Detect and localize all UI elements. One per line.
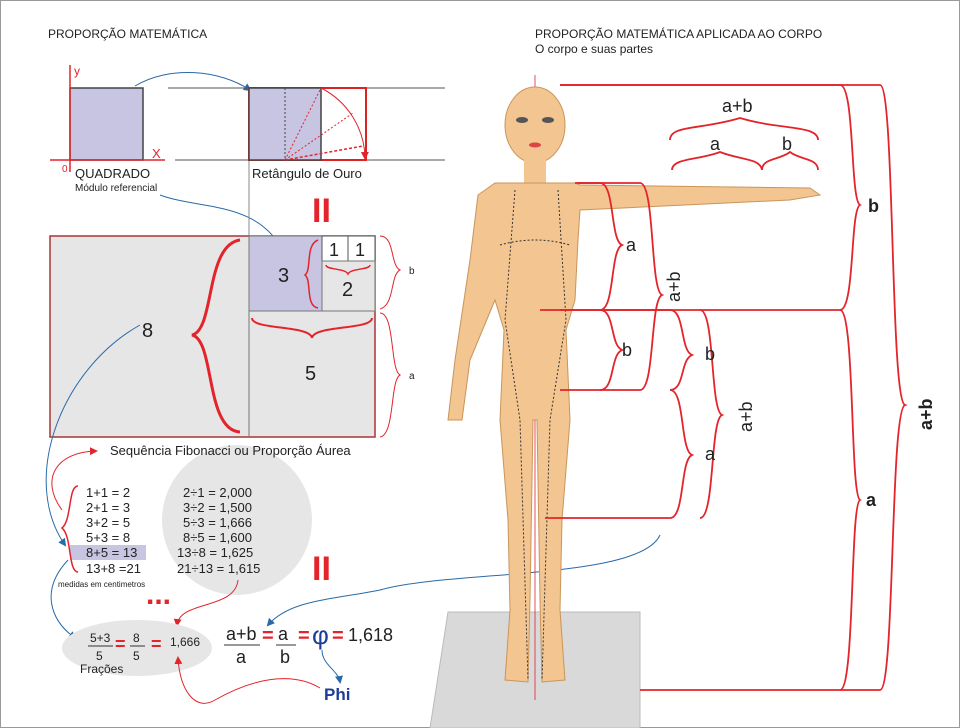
formula-equals: = [262, 625, 274, 647]
sums-note: medidas em centimetros [58, 580, 145, 589]
phi-name: Phi [324, 685, 350, 704]
sum-row: 5+3 = 8 [86, 530, 130, 545]
leg-a-label: a [705, 444, 716, 464]
axis-y-label: y [74, 64, 80, 78]
golden-rectangle: Retângulo de Ouro [168, 87, 445, 236]
ratio-row: 21÷13 = 1,615 [177, 561, 260, 576]
cell-3: 3 [278, 265, 289, 287]
full-a-label: a [866, 490, 877, 510]
formula-equals: = [332, 625, 344, 647]
side-b-label: b [409, 266, 415, 277]
sum-row: 13+8 =21 [86, 561, 141, 576]
arrow-body-to-formula [266, 534, 661, 627]
arm-a-label: a [710, 134, 721, 154]
right-subtitle: O corpo e suas partes [535, 42, 653, 56]
phi-symbol: φ [312, 620, 329, 650]
square-module: y X 0 QUADRADO Módulo referencial [50, 64, 165, 194]
equals-sign-bottom: II [312, 550, 331, 588]
formula-equals: = [298, 625, 310, 647]
sums-list: 1+1 = 2 2+1 = 3 3+2 = 5 5+3 = 8 8+5 = 13… [58, 485, 146, 589]
side-a-label: a [409, 371, 415, 382]
arrow-square-to-rect [134, 71, 252, 92]
full-total-label: a+b [916, 398, 936, 430]
cell-5: 5 [305, 363, 316, 385]
arrow-8-to-sum [45, 324, 141, 547]
sum-row: 1+1 = 2 [86, 485, 130, 500]
ratio-row: 2÷1 = 2,000 [183, 485, 252, 500]
fraction-equals: = [151, 634, 162, 654]
fractions-box: 5+3 5 = 8 5 = 1,666 Frações [62, 620, 212, 676]
axis-x-label: X [152, 146, 161, 161]
square-sublabel: Módulo referencial [75, 183, 157, 194]
arrow-phi-to-name [321, 649, 343, 684]
fraction-result: 1,666 [170, 635, 200, 649]
fraction-denominator-1: 5 [96, 649, 103, 663]
cell-1b: 1 [355, 240, 365, 260]
torso-a-label: a [626, 235, 637, 255]
full-b-label: b [868, 196, 879, 216]
body-brackets [540, 84, 908, 691]
formula-value: 1,618 [348, 625, 393, 645]
highlight-sum [70, 545, 146, 560]
fraction-numerator-2: 8 [133, 631, 140, 645]
arm-total-label: a+b [722, 96, 753, 116]
cell-1a: 1 [329, 240, 339, 260]
sum-row: 8+5 = 13 [86, 545, 137, 560]
golden-ratio-formula: a+b a = a b = φ = 1,618 Phi [224, 620, 393, 704]
formula-numerator-1: a+b [226, 624, 257, 644]
fractions-label: Frações [80, 662, 123, 676]
formula-denominator-1: a [236, 647, 247, 667]
formula-denominator-2: b [280, 647, 290, 667]
torso-total-label: a+b [664, 271, 684, 302]
fraction-denominator-2: 5 [133, 649, 140, 663]
cell-8: 8 [142, 320, 153, 342]
ratio-row: 3÷2 = 1,500 [183, 500, 252, 515]
golden-rect-label: Retângulo de Ouro [252, 166, 362, 181]
fraction-numerator-1: 5+3 [90, 631, 111, 645]
sum-row: 2+1 = 3 [86, 500, 130, 515]
sum-row: 3+2 = 5 [86, 515, 130, 530]
arm-b-label: b [782, 134, 792, 154]
leg-b-label: b [705, 344, 715, 364]
fibonacci-rectangle: 8 5 3 2 1 1 b a [49, 235, 415, 438]
arrow-phi-to-fraction [174, 656, 321, 704]
ratios-list: 2÷1 = 2,000 3÷2 = 1,500 5÷3 = 1,666 8÷5 … [162, 445, 312, 595]
fraction-equals: = [115, 634, 126, 654]
leg-total-label: a+b [736, 401, 756, 432]
formula-numerator-2: a [278, 624, 289, 644]
arrow-sum-to-caption [51, 447, 98, 511]
right-title: PROPORÇÃO MATEMÁTICA APLICADA AO CORPO [535, 26, 822, 41]
left-title: PROPORÇÃO MATEMÁTICA [48, 26, 207, 41]
origin-label: 0 [62, 164, 68, 175]
arrow-ratio-to-fraction [173, 579, 239, 627]
ellipsis: ... [146, 578, 171, 611]
fibonacci-caption: Sequência Fibonacci ou Proporção Áurea [110, 443, 351, 458]
cell-2: 2 [342, 279, 353, 301]
arrow-sum-to-fraction [50, 559, 77, 640]
equals-sign-top: II [312, 192, 331, 230]
torso-b-label: b [622, 340, 632, 360]
ratio-row: 13÷8 = 1,625 [177, 545, 253, 560]
body-labels: a+b a b a b a+b b a a+b b a a+b [622, 96, 936, 510]
ratio-row: 8÷5 = 1,600 [183, 530, 252, 545]
human-figure [429, 75, 822, 728]
square-label: QUADRADO [75, 166, 150, 181]
ratio-row: 5÷3 = 1,666 [183, 515, 252, 530]
